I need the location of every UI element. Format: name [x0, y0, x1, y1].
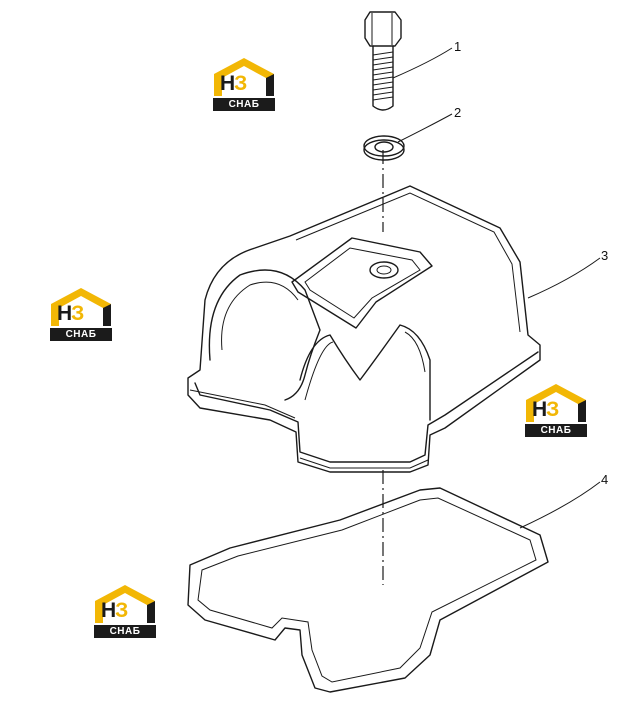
- callout-4: 4: [601, 472, 608, 487]
- callout-1: 1: [454, 39, 461, 54]
- logo-letters: НЗ: [532, 398, 559, 421]
- logo-plate: СНАБ: [213, 98, 275, 111]
- gasket-icon: [187, 487, 549, 693]
- leader-3: [527, 257, 601, 299]
- watermark-logo: НЗ СНАБ: [212, 56, 276, 114]
- house-icon: [95, 585, 155, 623]
- leader-2: [397, 113, 453, 143]
- house-icon: [51, 288, 111, 326]
- logo-plate: СНАБ: [94, 625, 156, 638]
- watermark-logo: НЗ СНАБ: [49, 286, 113, 344]
- watermark-logo: НЗ СНАБ: [93, 583, 157, 641]
- logo-plate: СНАБ: [50, 328, 112, 341]
- logo-plate: СНАБ: [525, 424, 587, 437]
- logo-letters: НЗ: [220, 72, 247, 95]
- house-icon: [214, 58, 274, 96]
- leader-4: [519, 481, 601, 529]
- callout-2: 2: [454, 105, 461, 120]
- leader-1: [392, 47, 453, 79]
- bolt-icon: [364, 11, 402, 111]
- washer-icon: [363, 135, 405, 161]
- house-icon: [526, 384, 586, 422]
- valve-cover-icon: [187, 185, 541, 473]
- logo-letters: НЗ: [57, 302, 84, 325]
- logo-letters: НЗ: [101, 599, 128, 622]
- watermark-logo: НЗ СНАБ: [524, 382, 588, 440]
- callout-3: 3: [601, 248, 608, 263]
